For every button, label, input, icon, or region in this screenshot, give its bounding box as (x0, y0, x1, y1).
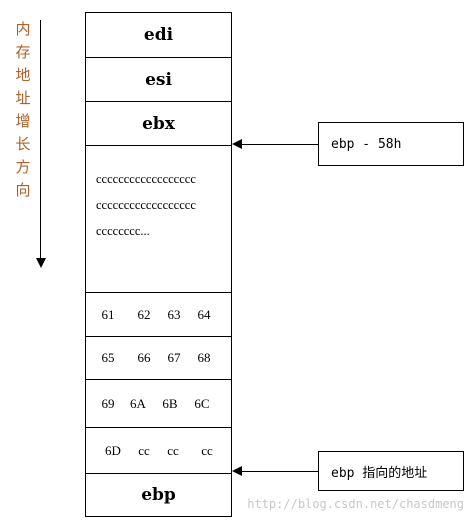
label-char: 长 (15, 135, 31, 153)
byte-value: 65 (101, 350, 115, 365)
byte-value: 68 (197, 350, 211, 365)
fill-line: cccccccccccccccccc (96, 198, 196, 212)
ebx-offset-arrow-head (232, 139, 242, 149)
label-char: 向 (15, 181, 31, 199)
callout-ebx-offset-text: ebp - 58h (331, 136, 402, 152)
cell-ebp: ebp (86, 474, 231, 516)
growth-arrow-shaft (40, 20, 41, 260)
byte-value: cc (138, 442, 150, 458)
byte-value: 66 (137, 350, 151, 365)
byte-value: 64 (197, 306, 211, 322)
byte-row: 61 62 63 64 (86, 293, 231, 337)
cell-edi: edi (86, 13, 231, 58)
byte-value: 6A (130, 395, 146, 411)
fill-line: cccccccccccccccccc (96, 172, 196, 186)
register-label-esi: esi (145, 69, 172, 90)
label-char: 地 (15, 66, 31, 84)
byte-value: 6B (162, 395, 178, 411)
register-label-ebx: ebx (142, 113, 175, 134)
ebp-pointer-arrow-shaft (240, 471, 318, 472)
memory-growth-label: 内 存 地 址 增 长 方 向 (12, 18, 34, 202)
byte-row: 69 6A 6B 6C (86, 380, 231, 428)
register-label-ebp: ebp (141, 485, 176, 505)
growth-arrow-head (36, 258, 46, 268)
ebp-pointer-arrow-head (232, 466, 242, 476)
cell-buffer-fill: cccccccccccccccccc cccccccccccccccccc cc… (86, 146, 231, 293)
fill-line: cccccccc... (96, 224, 150, 238)
ebx-offset-arrow-shaft (240, 144, 318, 145)
callout-ebp-pointer-text: ebp 指向的地址 (331, 465, 428, 481)
byte-value: cc (167, 442, 179, 458)
byte-value: 63 (167, 306, 181, 322)
stack-frame: edi esi ebx cccccccccccccccccc ccccccccc… (85, 12, 232, 517)
byte-value: 67 (167, 350, 181, 365)
label-char: 存 (15, 43, 31, 61)
cell-ebx: ebx (86, 102, 231, 146)
label-char: 址 (15, 89, 31, 107)
byte-value: cc (201, 442, 213, 458)
byte-row: 65 66 67 68 (86, 337, 231, 380)
label-char: 内 (15, 20, 31, 38)
byte-value: 62 (137, 306, 151, 322)
register-label-edi: edi (143, 25, 174, 45)
byte-value: 6C (194, 395, 210, 411)
cell-esi: esi (86, 58, 231, 102)
byte-row: 6D cc cc cc (86, 428, 231, 474)
callout-ebx-offset: ebp - 58h (318, 122, 464, 166)
byte-value: 61 (101, 306, 115, 322)
label-char: 方 (15, 158, 31, 176)
byte-value: 6D (105, 442, 121, 458)
label-char: 增 (15, 112, 31, 130)
watermark: http://blog.csdn.net/chasdmeng (247, 497, 464, 511)
callout-ebp-pointer: ebp 指向的地址 (318, 451, 464, 491)
byte-value: 69 (101, 395, 115, 411)
